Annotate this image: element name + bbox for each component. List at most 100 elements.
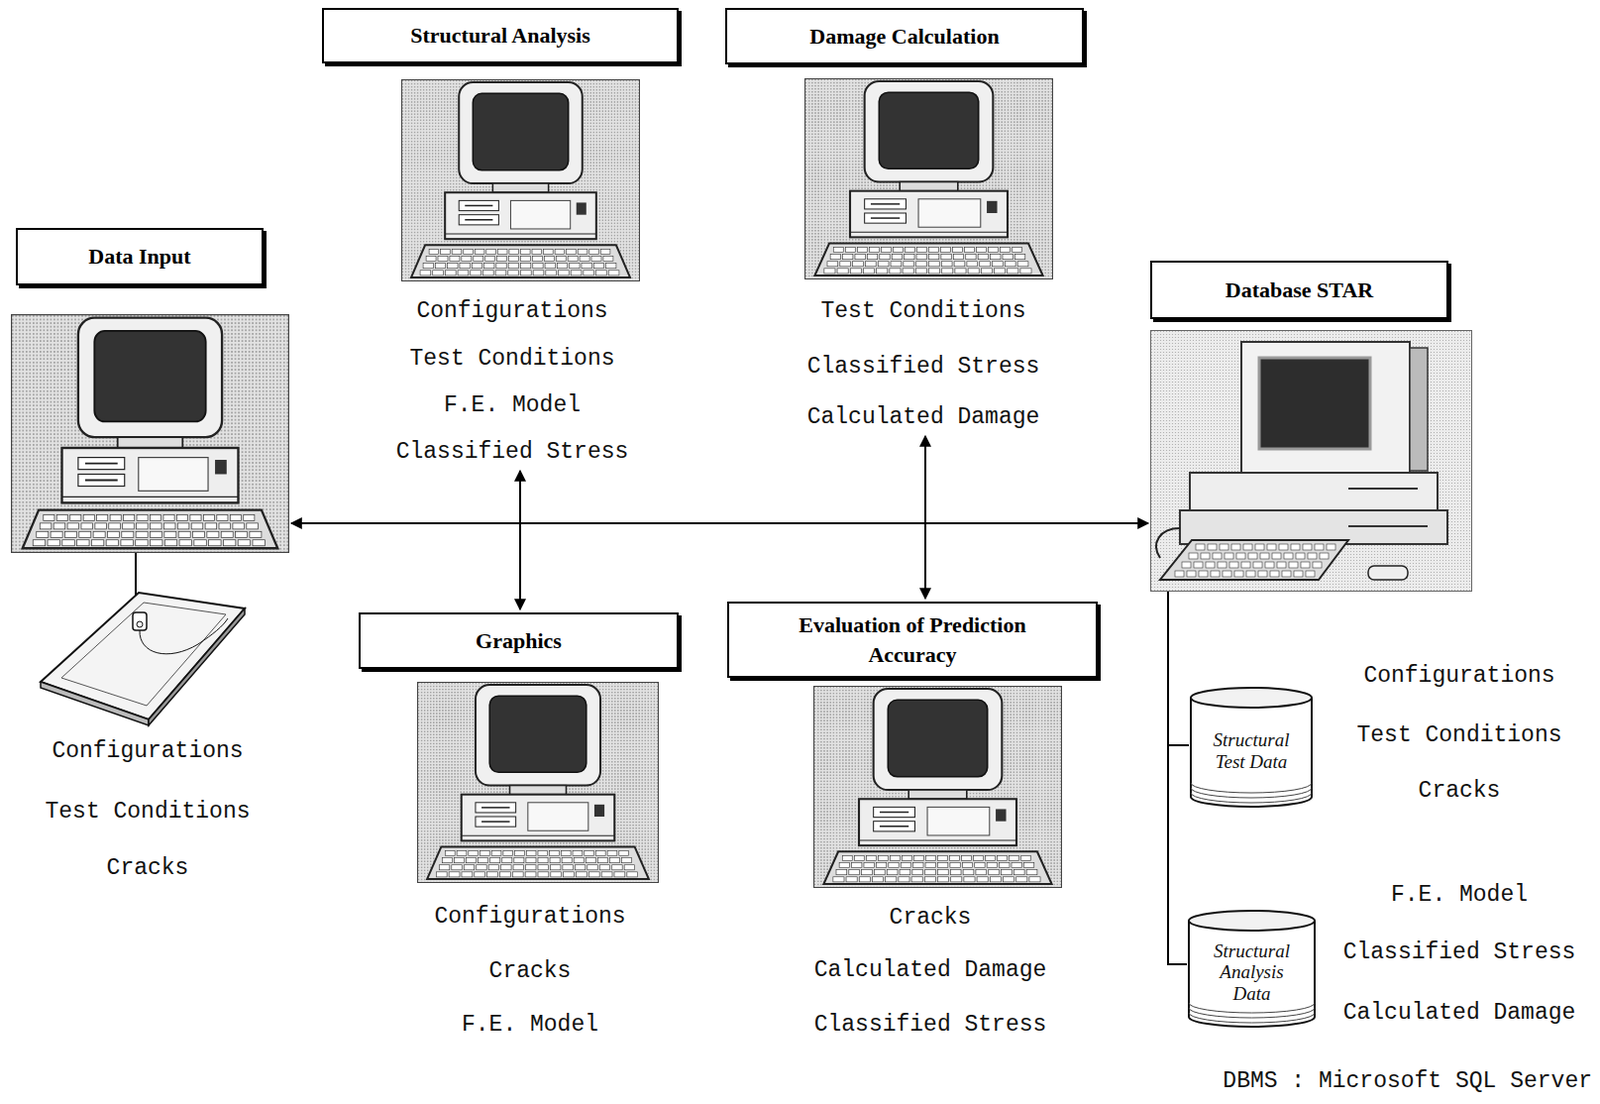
key xyxy=(833,876,845,882)
key xyxy=(845,247,855,253)
digitizer-tablet xyxy=(40,592,245,720)
key xyxy=(121,531,134,537)
key xyxy=(954,261,965,267)
key xyxy=(925,854,936,860)
key xyxy=(497,256,508,262)
data-flow-connector xyxy=(1168,591,1189,746)
key xyxy=(1305,570,1315,577)
key xyxy=(976,876,988,882)
key xyxy=(435,871,447,877)
key xyxy=(999,862,1010,868)
tablet-cable xyxy=(134,552,137,598)
monitor-case xyxy=(873,688,1003,790)
key xyxy=(463,248,474,254)
monitor-case xyxy=(78,318,222,438)
data-item: Configurations xyxy=(1363,662,1555,691)
key xyxy=(216,514,228,521)
drive-slot xyxy=(481,806,510,809)
key xyxy=(526,851,536,856)
key xyxy=(599,864,610,870)
key xyxy=(1016,876,1028,882)
key xyxy=(36,531,49,537)
key xyxy=(537,857,548,863)
key xyxy=(509,248,520,254)
key xyxy=(942,268,954,274)
system-unit xyxy=(850,191,1008,238)
box-title: Damage Calculation xyxy=(809,21,999,52)
key xyxy=(1265,561,1275,568)
key xyxy=(572,851,583,856)
title-box: Evaluation of Prediction Accuracy xyxy=(727,601,1098,678)
key xyxy=(824,268,836,274)
key xyxy=(444,851,455,856)
system-unit xyxy=(62,447,239,503)
key xyxy=(521,270,533,276)
key xyxy=(562,864,573,870)
key xyxy=(515,851,526,856)
key xyxy=(423,263,433,269)
key xyxy=(560,851,571,856)
monitor-screen xyxy=(489,695,587,772)
key xyxy=(193,531,206,537)
key xyxy=(938,869,950,875)
key xyxy=(1023,862,1034,868)
key xyxy=(461,871,473,877)
key xyxy=(1312,561,1322,568)
key xyxy=(852,862,862,868)
key xyxy=(858,876,870,882)
drive-slot xyxy=(481,820,510,823)
monitor-stand xyxy=(899,182,959,192)
key xyxy=(64,531,77,537)
key xyxy=(50,531,63,537)
cylinder-body xyxy=(1188,920,1315,1027)
key xyxy=(39,523,52,530)
keyboard xyxy=(1160,539,1349,580)
monitor-screen xyxy=(887,699,987,777)
key xyxy=(521,248,532,254)
key xyxy=(203,514,214,521)
key xyxy=(889,854,900,860)
key xyxy=(545,270,557,276)
mouse xyxy=(1368,565,1408,580)
front-panel xyxy=(528,802,589,831)
key xyxy=(476,864,487,870)
key xyxy=(1267,543,1277,550)
drive-slot xyxy=(1348,525,1428,528)
key xyxy=(587,864,598,870)
key xyxy=(865,854,876,860)
key xyxy=(1243,543,1253,550)
key xyxy=(961,854,972,860)
key xyxy=(205,523,217,530)
key xyxy=(967,268,979,274)
keyboard xyxy=(823,851,1052,884)
key xyxy=(877,261,889,267)
key xyxy=(1219,543,1229,550)
key xyxy=(1326,543,1336,550)
key xyxy=(77,539,90,546)
key xyxy=(577,248,588,254)
key xyxy=(1253,561,1263,568)
key xyxy=(601,871,613,877)
key xyxy=(975,869,987,875)
monitor-case xyxy=(864,81,994,183)
process-station: Structural AnalysisConfigurationsTest Co… xyxy=(321,7,679,467)
key xyxy=(1200,552,1210,559)
key xyxy=(842,854,853,860)
keyboard xyxy=(411,244,631,278)
key xyxy=(1279,543,1288,550)
key xyxy=(876,268,888,274)
key xyxy=(624,864,635,870)
computer-illustration xyxy=(10,314,290,553)
key xyxy=(877,854,888,860)
key xyxy=(938,876,950,882)
data-item: Cracks xyxy=(489,958,572,986)
key xyxy=(543,256,554,262)
title-box: Damage Calculation xyxy=(725,7,1084,65)
data-item: Test Conditions xyxy=(1356,722,1562,750)
key xyxy=(929,247,940,253)
key xyxy=(544,263,555,269)
data-flow-connector xyxy=(291,522,1149,525)
database-label: Structural Test Data xyxy=(1199,729,1303,773)
key xyxy=(426,256,436,262)
key xyxy=(554,248,565,254)
